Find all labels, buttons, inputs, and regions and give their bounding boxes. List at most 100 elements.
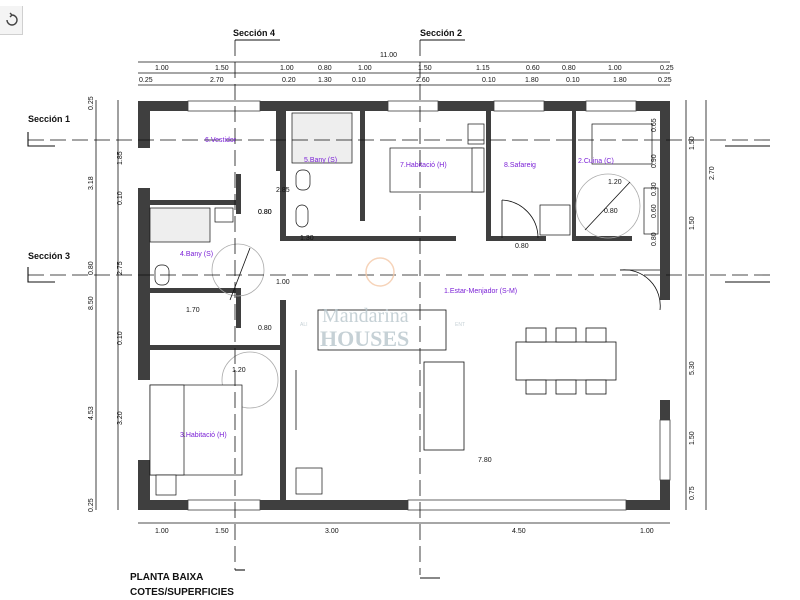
window-shade	[662, 190, 670, 250]
interior-dim-3: 1.00	[276, 279, 290, 286]
fixtures	[149, 112, 659, 496]
top1-dim-1: 1.50	[215, 65, 229, 72]
interior-dim-6: 0.80	[515, 243, 529, 250]
top2-dim-9: 1.80	[613, 77, 627, 84]
interior-dim-5: 1.20	[232, 367, 246, 374]
living-furniture	[295, 309, 617, 451]
top2-dim-2: 0.20	[282, 77, 296, 84]
left-inner-dim-3: 0.10	[117, 331, 124, 345]
interior-dim-8: 1.70	[186, 307, 200, 314]
top2-dim-6: 0.10	[482, 77, 496, 84]
left-outer-dim-4: 4.53	[88, 406, 95, 420]
right-outer-dim-2: 5.30	[689, 361, 696, 375]
top2-dim-8: 0.10	[566, 77, 580, 84]
right-inner-dim-1: 2.70	[709, 166, 716, 180]
room-label-hab3: 3.Habitació (H)	[180, 432, 227, 439]
section-1-label: Sección 1	[28, 114, 70, 124]
top1-dim-10: 0.25	[660, 65, 674, 72]
section-markers	[27, 39, 770, 579]
bottom-dim-0: 1.00	[155, 528, 169, 535]
bottom-dim-4: 1.00	[640, 528, 654, 535]
refresh-icon[interactable]	[0, 6, 23, 35]
section-2-label: Sección 2	[420, 28, 462, 38]
left-outer-dim-1: 3.18	[88, 176, 95, 190]
section-4-label: Sección 4	[233, 28, 275, 38]
overall-width-dim: 11.00	[380, 52, 397, 59]
top2-dim-1: 2.70	[210, 77, 224, 84]
interior-dim-2: 1.30	[300, 235, 314, 242]
watermark-line1: Mandarina	[322, 305, 409, 327]
top2-dim-4: 0.10	[352, 77, 366, 84]
room-label-hab7: 7.Habitació (H)	[400, 162, 447, 169]
right-outer-dim-3: 1.50	[689, 431, 696, 445]
room-label-bany5: 5.Bany (S)	[304, 157, 337, 164]
room-label-vestidor: 6.Vestidor	[205, 137, 237, 144]
top1-dim-7: 0.60	[526, 65, 540, 72]
door-swings	[501, 199, 661, 311]
watermark-line2: HOUSES	[320, 326, 409, 351]
right-inner-dim-5: 0.80	[651, 232, 658, 246]
top1-dim-0: 1.00	[155, 65, 169, 72]
right-inner-dim-0: 0.65	[651, 118, 658, 132]
bottom-dim-2: 3.00	[325, 528, 339, 535]
left-inner-dim-2: 2.75	[117, 261, 124, 275]
window-frames	[187, 100, 671, 511]
top2-dim-5: 2.60	[416, 77, 430, 84]
bottom-dim-1: 1.50	[215, 528, 229, 535]
bottom-dimension-row: 1.00 1.50 3.00 4.50 1.00	[155, 528, 654, 535]
plan-subtitle: COTES/SUPERFICIES	[130, 587, 234, 598]
room-label-sala: 1.Estar-Menjador (S-M)	[444, 288, 517, 295]
room-label-safareig: 8.Safareig	[504, 162, 536, 169]
watermark-small-right: ENT	[455, 322, 465, 328]
room-label-cuina: 2.Cuina (C)	[578, 158, 614, 165]
section-3-label: Sección 3	[28, 251, 70, 261]
left-inner-dim-1: 0.10	[117, 191, 124, 205]
interior-dim-4: 0.80	[258, 325, 272, 332]
left-outer-dim-2: 0.80	[88, 261, 95, 275]
top1-dim-2: 1.00	[280, 65, 294, 72]
left-outer-dim-5: 0.25	[88, 498, 95, 512]
top2-dim-10: 0.25	[658, 77, 672, 84]
sun-icon	[365, 257, 395, 287]
right-outer-dimensions: 1.50 1.50 5.30 1.50 0.75	[689, 136, 696, 500]
right-inner-dim-4: 0.60	[651, 204, 658, 218]
top2-dim-3: 1.30	[318, 77, 332, 84]
interior-dim-7: 0.80	[258, 209, 272, 216]
turning-radius-lines	[229, 181, 631, 301]
top1-dim-8: 0.80	[562, 65, 576, 72]
room-label-bany4: 4.Bany (S)	[180, 251, 213, 258]
interior-dimensions: 0.802.851.301.000.801.200.800.801.700.80…	[186, 179, 622, 464]
top1-dim-3: 0.80	[318, 65, 332, 72]
watermark-logo: Mandarina HOUSES ALI ENT	[300, 257, 465, 351]
section-lines	[28, 40, 770, 575]
bottom-dim-3: 4.50	[512, 528, 526, 535]
top2-dim-7: 1.80	[525, 77, 539, 84]
top1-dim-4: 1.00	[358, 65, 372, 72]
top-dimension-row-2: 0.25 2.70 0.20 1.30 0.10 2.60 0.10 1.80 0.10 1.80…	[139, 77, 672, 84]
top1-dim-5: 1.50	[418, 65, 432, 72]
top-dimension-lines	[95, 61, 707, 524]
interior-dim-0: 0.80	[258, 209, 272, 216]
left-inner-dim-4: 3.20	[117, 411, 124, 425]
left-inner-dim-0: 1.85	[117, 151, 124, 165]
top-dimension-row-1: 1.00 1.50 1.00 0.80 1.00 1.50 1.15 0.60 0.80 1.00…	[155, 65, 674, 72]
plan-title: PLANTA BAIXA	[130, 572, 203, 583]
left-outer-dimensions: 0.253.180.808.504.530.25	[88, 96, 95, 512]
left-outer-dim-3: 8.50	[88, 296, 95, 310]
left-inner-dimensions: 1.85 0.10 2.75 0.10 3.20	[117, 151, 124, 425]
interior-dim-1: 2.85	[276, 187, 290, 194]
top2-dim-0: 0.25	[139, 77, 153, 84]
watermark-small-left: ALI	[300, 322, 308, 328]
right-outer-dim-1: 1.50	[689, 216, 696, 230]
top1-dim-6: 1.15	[476, 65, 490, 72]
right-inner-dim-2: 0.90	[651, 154, 658, 168]
interior-dim-11: 7.80	[478, 457, 492, 464]
interior-walls	[150, 111, 632, 500]
interior-dim-10: 1.20	[608, 179, 622, 186]
top1-dim-9: 1.00	[608, 65, 622, 72]
right-outer-dim-4: 0.75	[689, 486, 696, 500]
right-outer-dim-0: 1.50	[689, 136, 696, 150]
window-openings	[138, 101, 670, 510]
right-inner-dimensions: 0.652.700.900.300.600.80	[651, 118, 716, 246]
